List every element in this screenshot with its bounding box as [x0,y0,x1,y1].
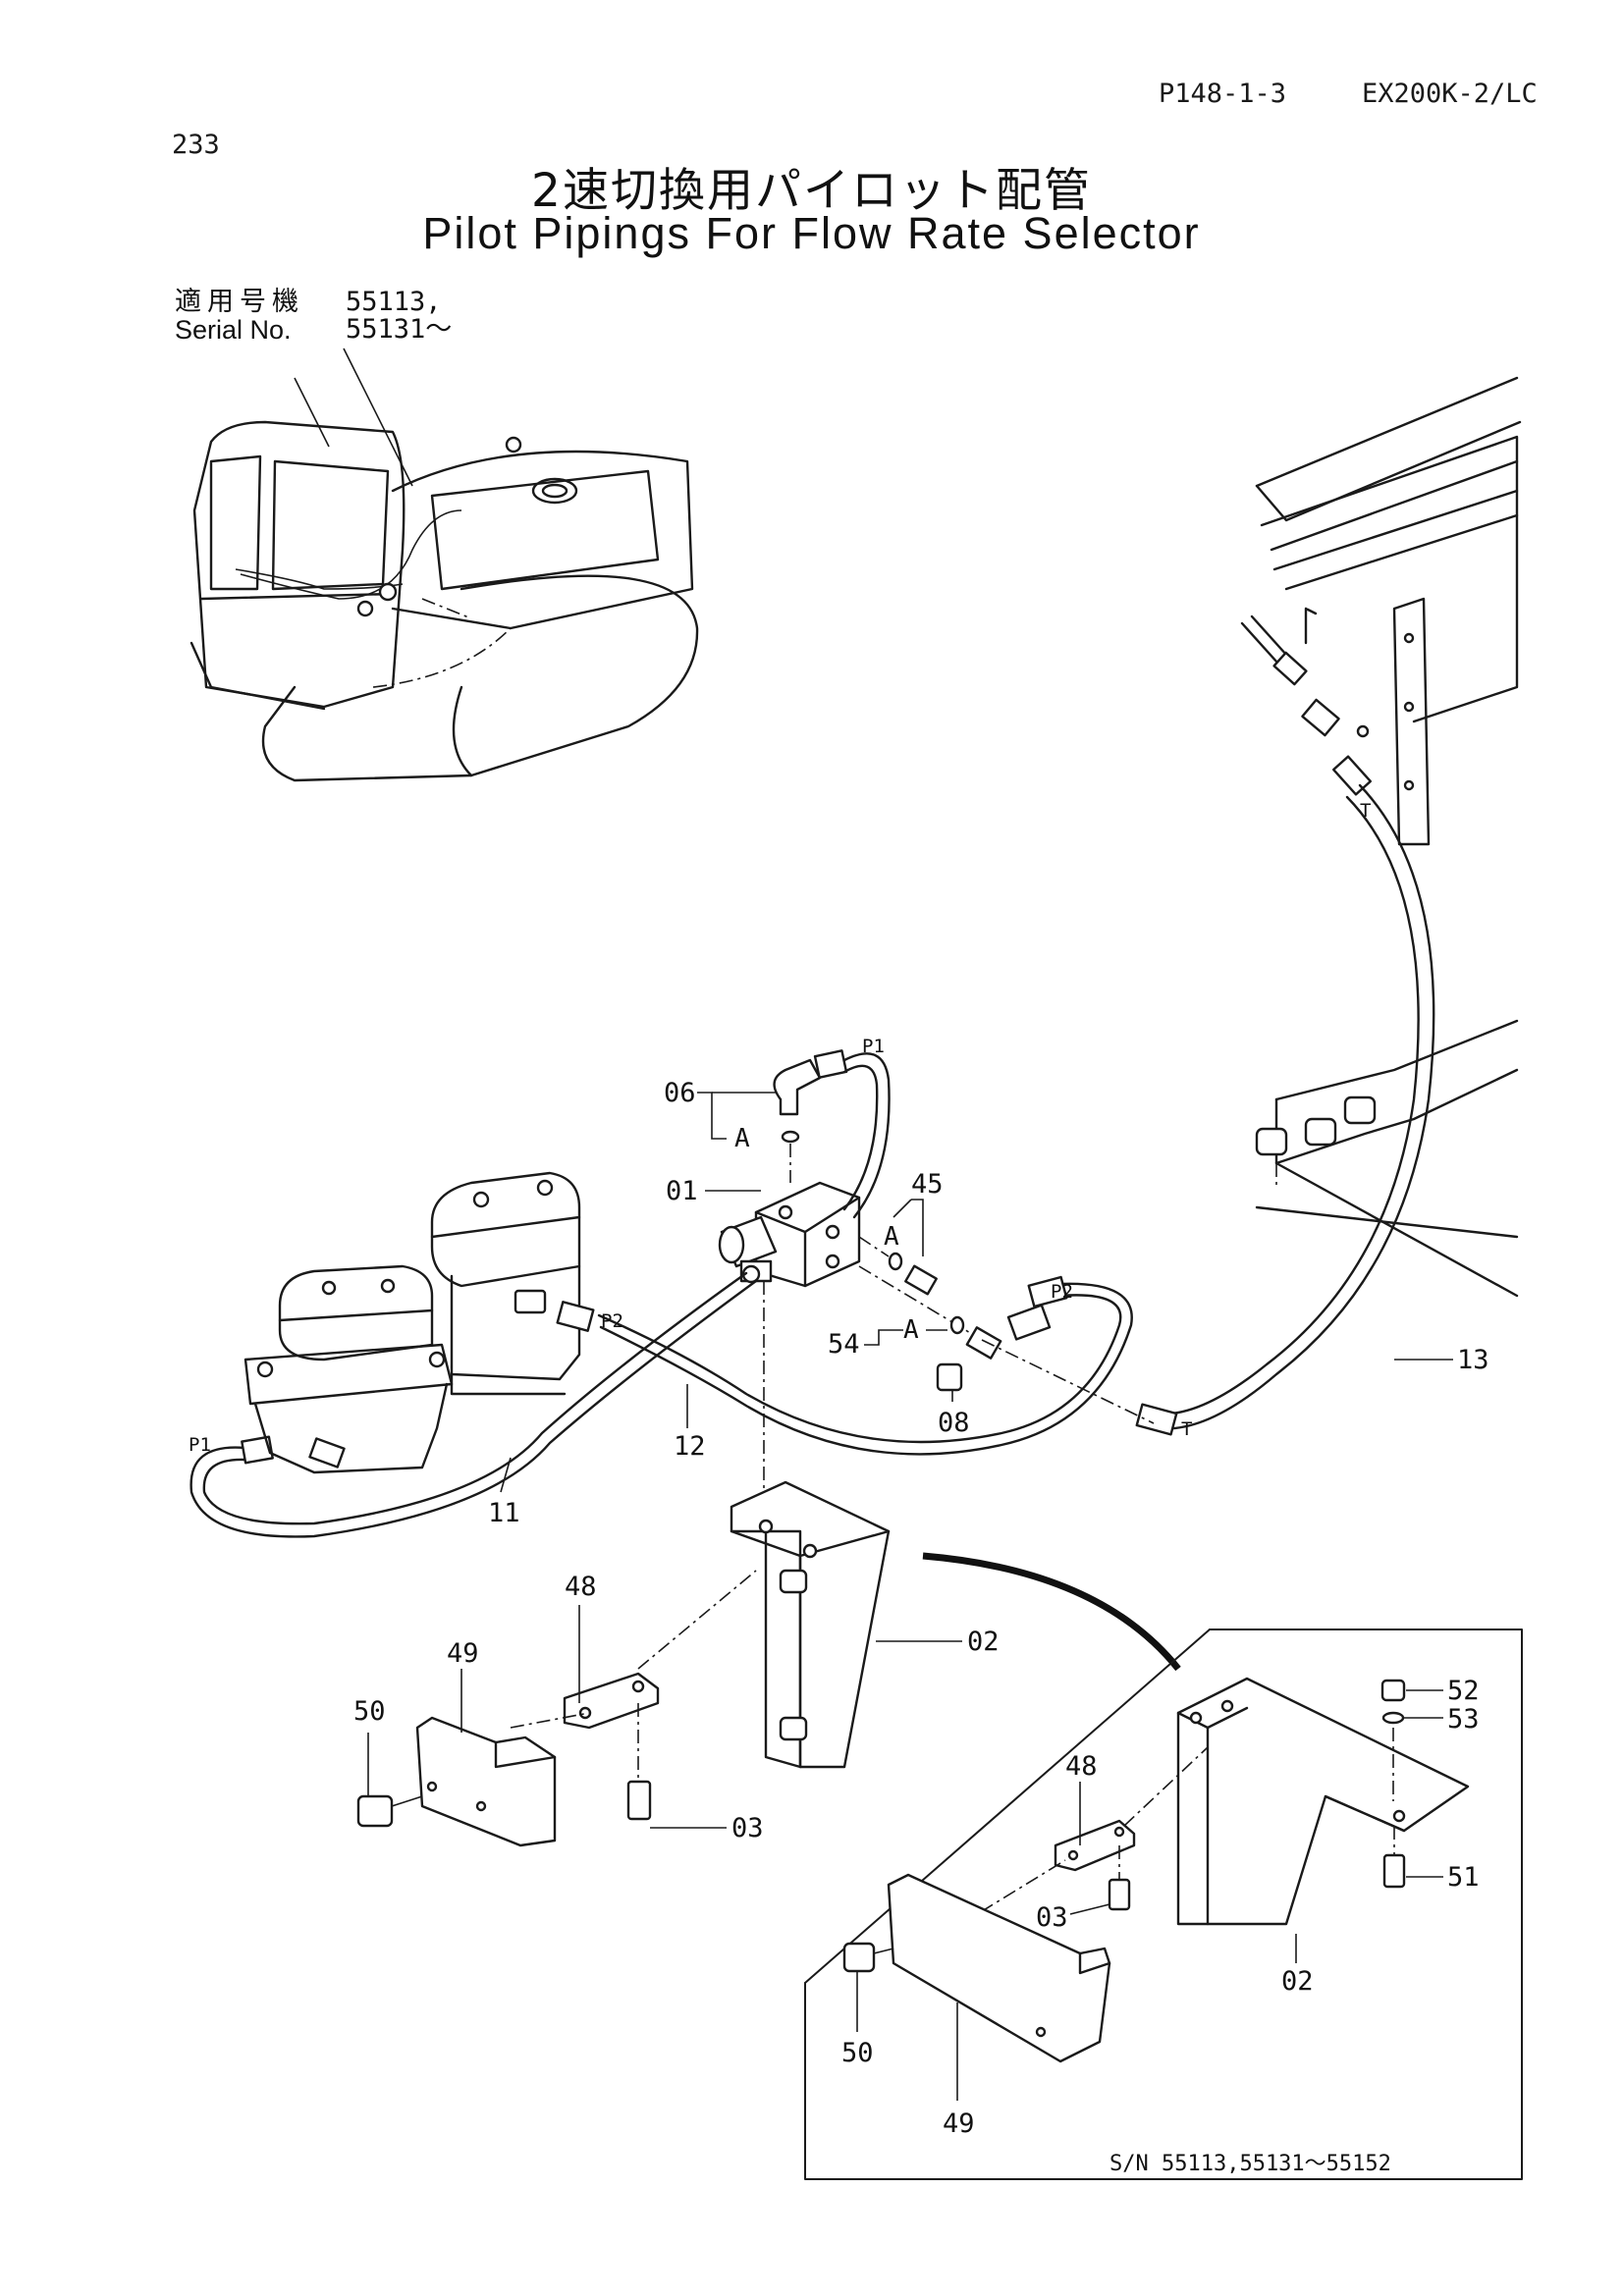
port-labels: P1 P2 P2 P1 T T [189,800,1371,1456]
label-a-2: A [884,1222,899,1252]
label-a-1: A [734,1124,750,1153]
hose-p1-upper [842,1052,891,1219]
fitting-06 [773,1049,848,1183]
bracket-02-main [730,1281,891,1769]
port-p1-left: P1 [189,1434,211,1456]
detail-arrow [922,1552,1181,1672]
callout-45: 45 [911,1169,944,1200]
port-p2-right: P2 [1051,1281,1073,1303]
callout-12: 12 [674,1431,706,1462]
port-p2-left: P2 [601,1310,623,1332]
callout-labels: 06 01 45 54 08 13 12 11 02 48 49 50 03 5… [353,1078,1489,2139]
callout-48-main: 48 [565,1572,597,1602]
hose-13 [1135,783,1435,1436]
hose-11 [189,1271,758,1538]
callout-06: 06 [664,1078,696,1108]
inset-detail [804,1629,1523,2180]
excavator-overview [189,347,699,782]
callout-50-inset: 50 [841,2038,874,2068]
serial-value-line1: 55113, [346,287,442,317]
port-t-upper: T [1360,800,1371,822]
callout-53: 53 [1447,1704,1480,1735]
callout-49-inset: 49 [943,2109,975,2139]
callout-50-main: 50 [353,1696,386,1727]
callout-49-main: 49 [447,1638,479,1669]
title-japanese: 2速切換用パイロット配管 [531,164,1092,218]
callout-54: 54 [828,1329,860,1360]
serial-label-english: Serial No. [175,315,292,345]
callout-11: 11 [488,1498,520,1528]
serial-value-line2: 55131～ [346,314,453,345]
port-t-lower: T [1181,1418,1192,1440]
hose-12 [597,1275,1133,1456]
title-english: Pilot Pipings For Flow Rate Selector [422,208,1201,258]
fittings-45-54-08 [858,1236,1155,1424]
page-number: 233 [172,130,220,160]
leader-lines [367,1092,1453,2101]
callout-02-main: 02 [967,1627,1000,1657]
cover-parts-main [356,1570,757,1847]
callout-02-inset: 02 [1281,1966,1314,1997]
detail-a-labels: A A A [734,1124,919,1345]
model-number: EX200K-2/LC [1362,79,1538,109]
page-code: P148-1-3 [1159,79,1287,109]
port-p1-upper: P1 [862,1036,885,1057]
frame-structure [1255,376,1522,1298]
serial-label-japanese: 適用号機 [175,287,304,317]
callout-52: 52 [1447,1676,1480,1706]
valve-block-01 [718,1181,861,1288]
callout-01: 01 [666,1176,698,1206]
callout-51: 51 [1447,1862,1480,1893]
pilot-control-units [243,1171,595,1474]
callout-48-inset: 48 [1065,1751,1098,1782]
callout-03-inset: 03 [1036,1902,1068,1933]
inset-serial-range: S/N 55113,55131～55152 [1109,2152,1391,2176]
label-a-3: A [903,1315,919,1345]
callout-03-main: 03 [731,1813,764,1843]
callout-13: 13 [1457,1345,1489,1375]
callout-08: 08 [938,1408,970,1438]
upper-fittings [1240,614,1373,796]
